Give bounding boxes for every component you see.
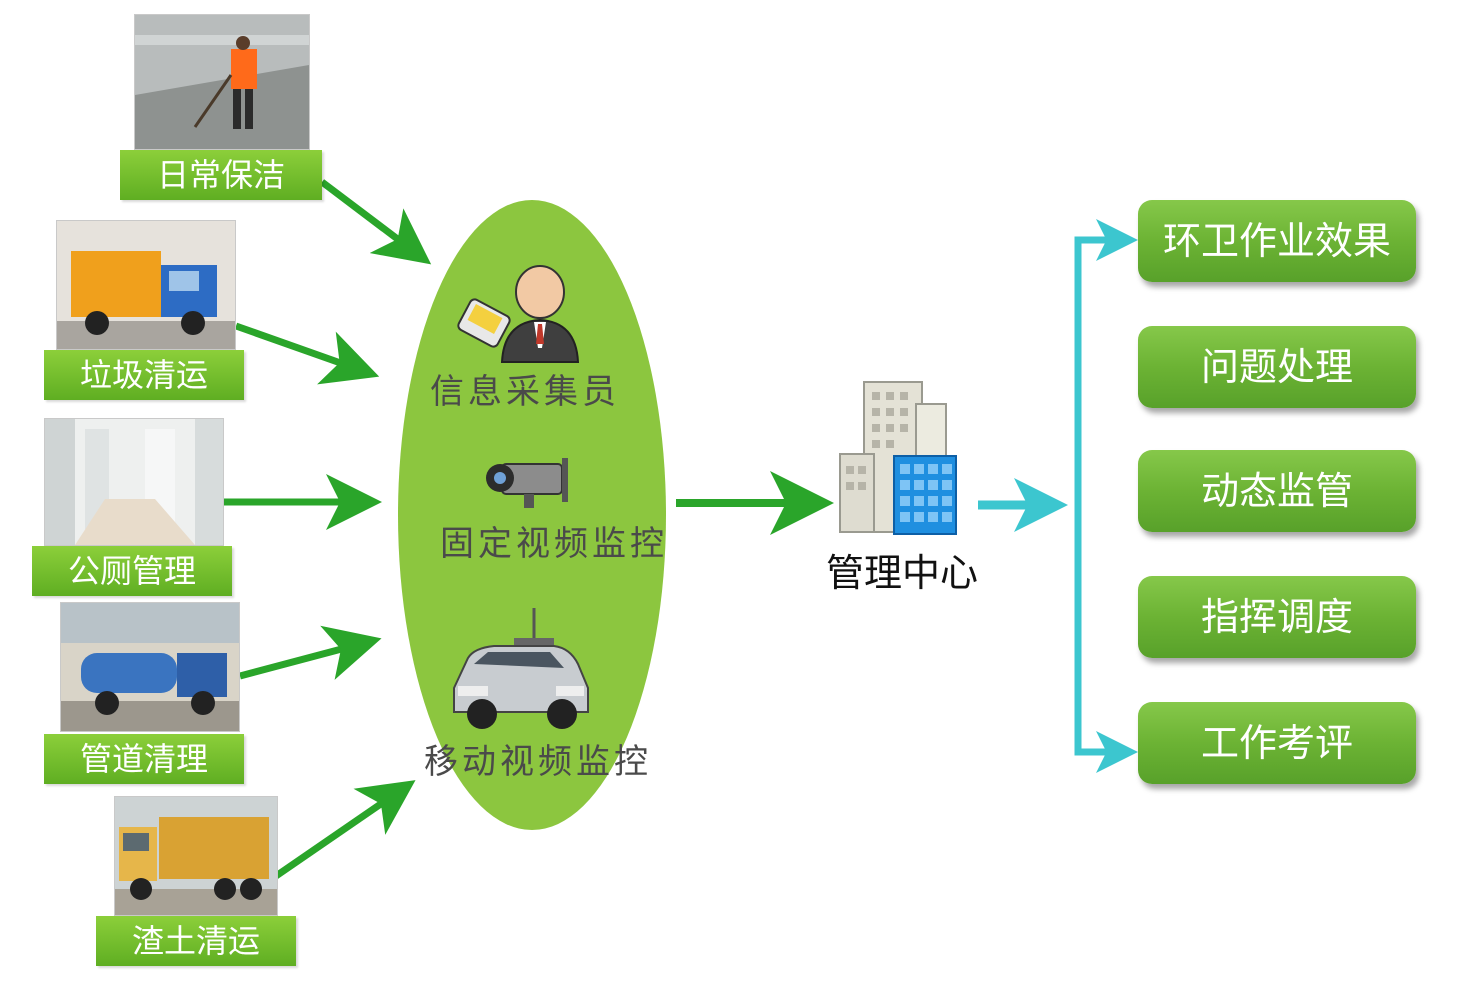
public-toilet-icon xyxy=(45,419,223,545)
dump-truck-icon xyxy=(115,797,277,915)
person-with-pda-icon xyxy=(457,265,580,363)
office-building-icon xyxy=(839,381,957,535)
arrow-source-4 xyxy=(239,625,382,680)
collection-label-collector: 信息采集员 xyxy=(430,372,620,412)
street-sweeper-icon xyxy=(135,15,309,149)
pipe-truck-icon xyxy=(61,603,239,731)
source-label-pipe: 管道清理 xyxy=(44,734,244,784)
arrow-source-5 xyxy=(274,780,416,879)
source-label-cleaning: 日常保洁 xyxy=(120,150,322,200)
dump-truck-photo xyxy=(114,796,278,916)
garbage-truck-icon xyxy=(57,221,235,349)
cctv-camera-icon xyxy=(486,458,568,508)
output-box-command-dispatch: 指挥调度 xyxy=(1138,576,1416,658)
source-label-earthwork: 渣土清运 xyxy=(96,916,296,966)
output-box-dynamic-supervision: 动态监管 xyxy=(1138,450,1416,532)
output-box-sanitation-effect: 环卫作业效果 xyxy=(1138,200,1416,282)
public-toilet-photo xyxy=(44,418,224,546)
source-label-garbage: 垃圾清运 xyxy=(44,350,244,400)
pipe-cleaning-truck-photo xyxy=(60,602,240,732)
garbage-truck-photo xyxy=(56,220,236,350)
branch-connector xyxy=(1074,236,1116,756)
street-sweeper-photo xyxy=(134,14,310,150)
output-box-problem-handling: 问题处理 xyxy=(1138,326,1416,408)
collection-label-mobile-camera: 移动视频监控 xyxy=(424,742,652,782)
surveillance-car-icon xyxy=(453,608,589,729)
output-box-work-evaluation: 工作考评 xyxy=(1138,702,1416,784)
management-center-label: 管理中心 xyxy=(826,551,979,595)
source-label-toilet: 公厕管理 xyxy=(32,546,232,596)
arrow-source-1 xyxy=(319,179,432,265)
collection-label-fixed-camera: 固定视频监控 xyxy=(440,524,668,564)
arrow-source-2 xyxy=(234,322,380,385)
